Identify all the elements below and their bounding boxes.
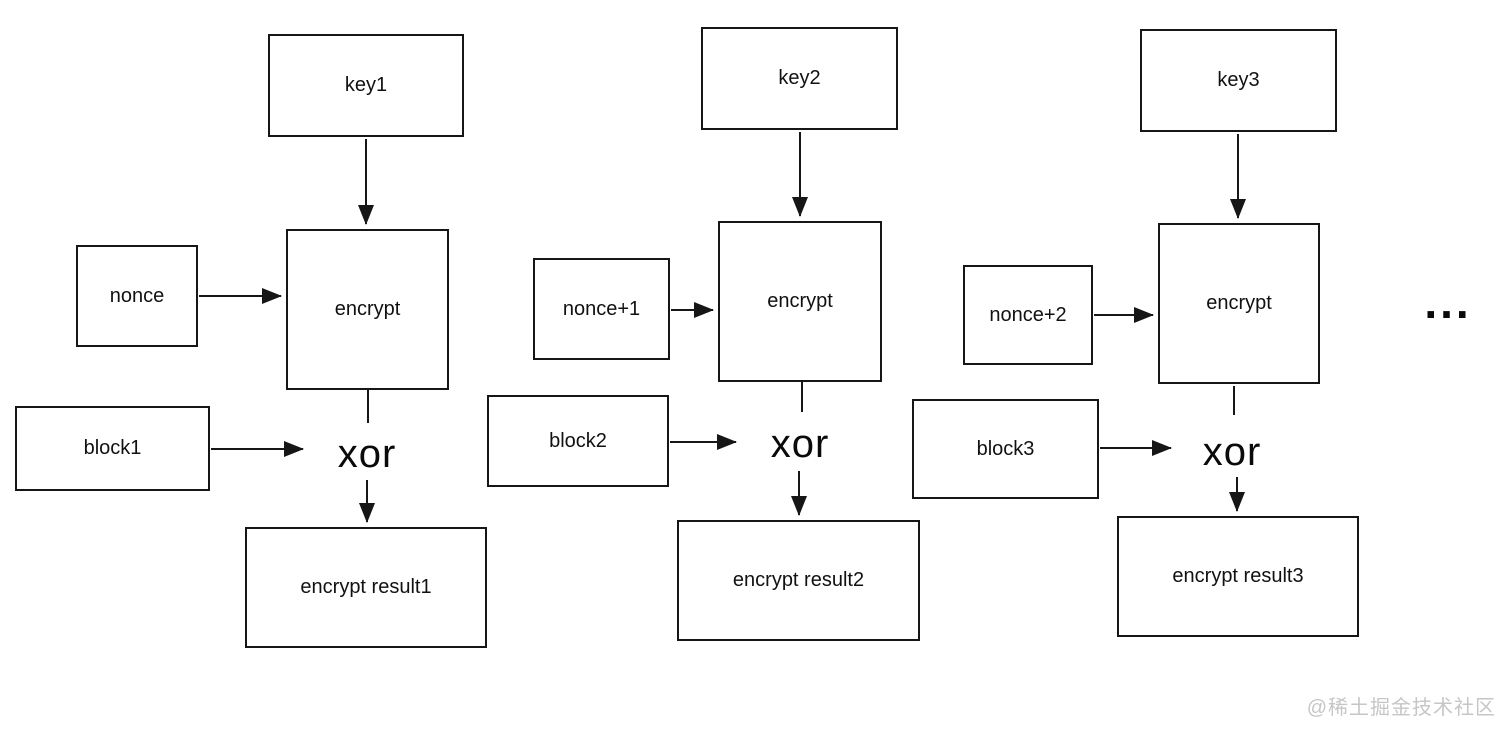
encrypt-result1-label: encrypt result1 bbox=[300, 576, 432, 598]
encrypt3-box: encrypt bbox=[1158, 223, 1320, 384]
xor2-operator: xor bbox=[748, 418, 852, 470]
xor2-label: xor bbox=[770, 421, 830, 466]
block2-box: block2 bbox=[487, 395, 669, 487]
nonce-label: nonce bbox=[109, 284, 165, 307]
encrypt1-box: encrypt bbox=[286, 229, 449, 390]
nonce-plus2-label: nonce+2 bbox=[989, 303, 1067, 326]
key2-label: key2 bbox=[778, 67, 821, 89]
key1-label: key1 bbox=[344, 74, 388, 96]
encrypt3-label: encrypt bbox=[1206, 292, 1272, 314]
xor1-operator: xor bbox=[315, 428, 419, 480]
nonce-plus1-label: nonce+1 bbox=[562, 297, 641, 320]
watermark-text: @稀土掘金技术社区 bbox=[1306, 697, 1496, 719]
key2-box: key2 bbox=[701, 27, 898, 130]
watermark: @稀土掘金技术社区 bbox=[1307, 691, 1496, 720]
nonce-plus2-box: nonce+2 bbox=[963, 265, 1093, 365]
encrypt2-box: encrypt bbox=[718, 221, 882, 382]
encrypt-result3-label: encrypt result3 bbox=[1172, 565, 1304, 587]
continuation-ellipsis: ... bbox=[1408, 272, 1488, 332]
block3-label: block3 bbox=[976, 437, 1035, 460]
encrypt-result2-label: encrypt result2 bbox=[732, 569, 865, 591]
encrypt2-label: encrypt bbox=[767, 290, 833, 312]
encrypt-result1-box: encrypt result1 bbox=[245, 527, 487, 648]
encrypt1-label: encrypt bbox=[334, 298, 401, 320]
block2-label: block2 bbox=[549, 429, 607, 452]
encrypt-result2-box: encrypt result2 bbox=[677, 520, 920, 641]
xor3-label: xor bbox=[1202, 429, 1262, 474]
xor1-label: xor bbox=[337, 431, 397, 476]
key3-label: key3 bbox=[1217, 69, 1260, 91]
ellipsis-label: ... bbox=[1424, 276, 1472, 328]
block3-box: block3 bbox=[912, 399, 1099, 499]
key1-box: key1 bbox=[268, 34, 464, 137]
encrypt-result3-box: encrypt result3 bbox=[1117, 516, 1359, 637]
block1-box: block1 bbox=[15, 406, 210, 491]
nonce-box: nonce bbox=[76, 245, 198, 347]
block1-label: block1 bbox=[83, 437, 142, 459]
xor3-operator: xor bbox=[1180, 426, 1284, 478]
key3-box: key3 bbox=[1140, 29, 1337, 132]
nonce-plus1-box: nonce+1 bbox=[533, 258, 670, 360]
